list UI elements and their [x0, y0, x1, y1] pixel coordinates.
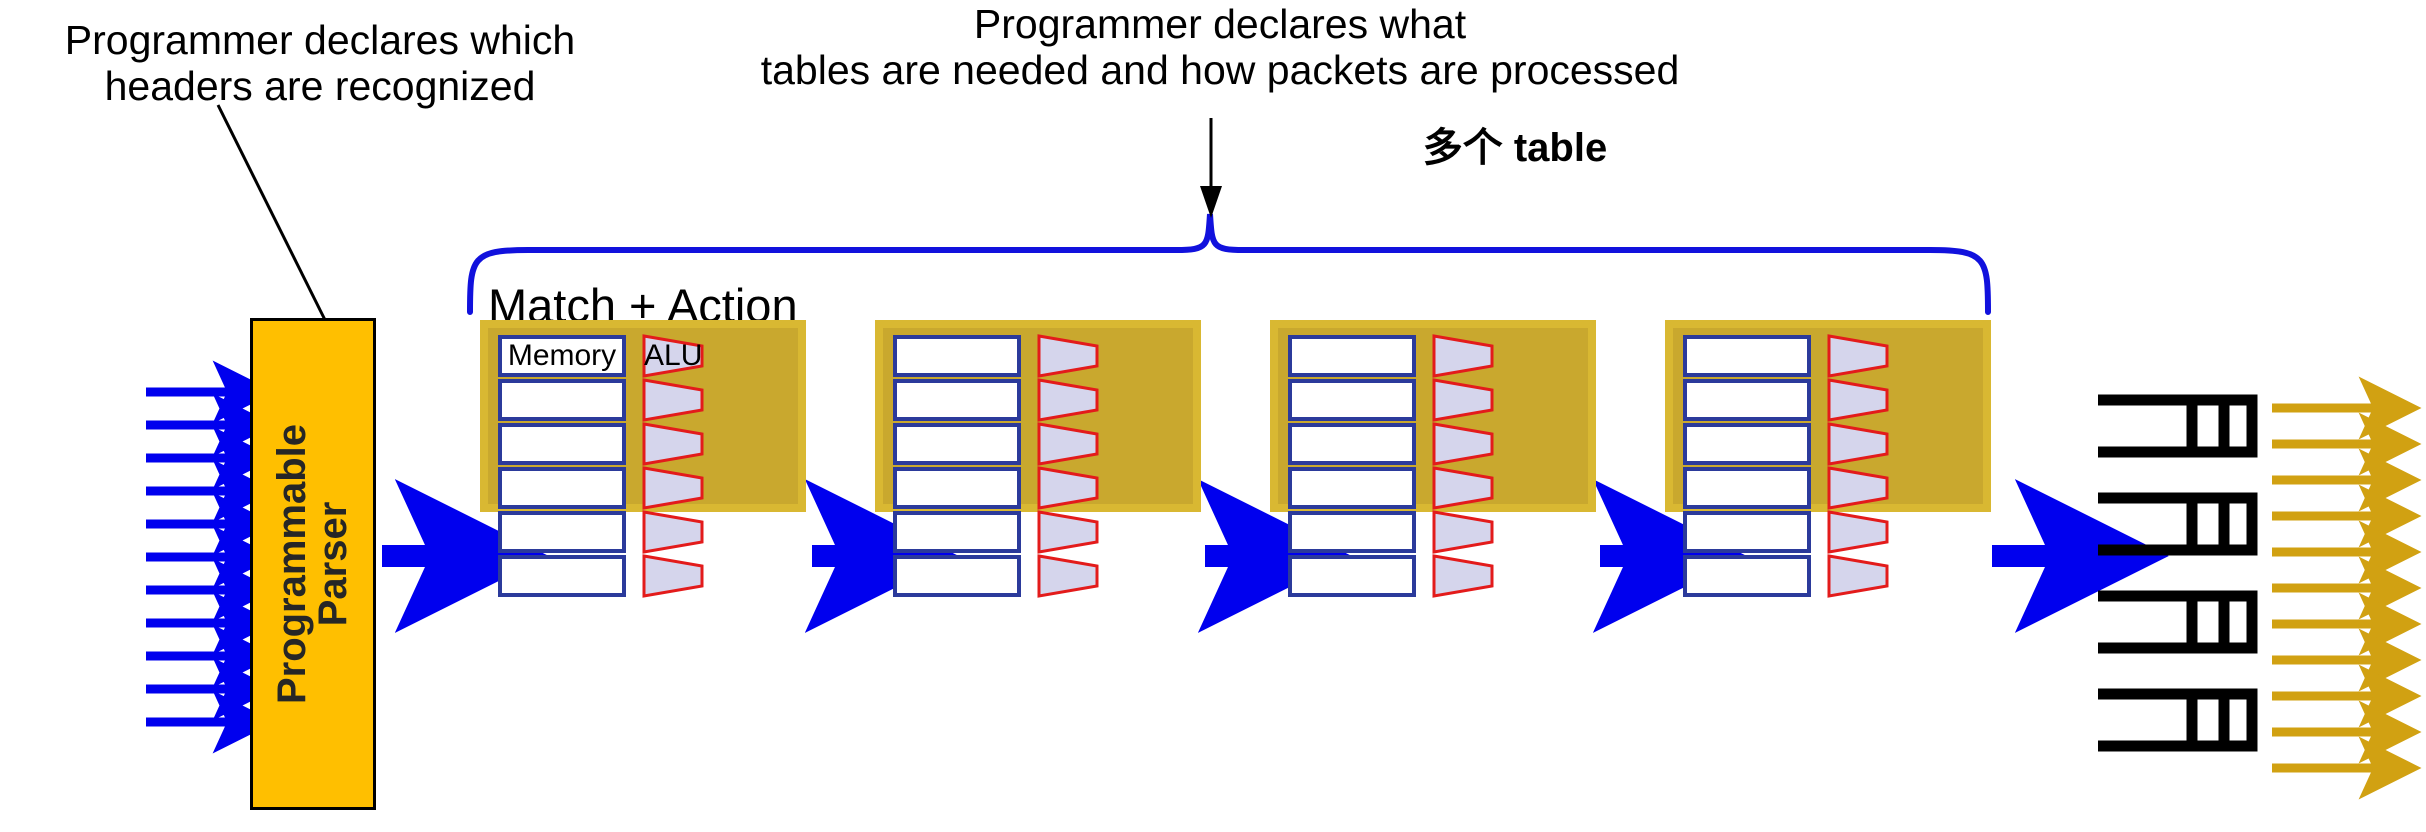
memory-box[interactable] [893, 335, 1021, 377]
table-row[interactable] [893, 510, 1189, 554]
memory-box[interactable] [893, 467, 1021, 509]
alu-shape[interactable] [1037, 334, 1099, 378]
alu-shape[interactable] [1037, 422, 1099, 466]
alu-shape[interactable] [642, 554, 704, 598]
alu-shape[interactable] [1827, 510, 1889, 554]
table-row[interactable] [498, 510, 794, 554]
memory-box[interactable] [1288, 511, 1416, 553]
table-row[interactable] [1288, 554, 1584, 598]
match-action-stage-1[interactable]: Memory ALU [480, 320, 806, 598]
output-queue [2098, 394, 2258, 458]
alu-shape[interactable] [1432, 510, 1494, 554]
alu-shape[interactable] [1827, 378, 1889, 422]
alu-shape[interactable] [1827, 554, 1889, 598]
alu-shape[interactable] [642, 378, 704, 422]
memory-box[interactable] [1683, 467, 1811, 509]
alu-shape[interactable] [1432, 378, 1494, 422]
memory-box[interactable] [1683, 423, 1811, 465]
output-queue [2098, 590, 2258, 654]
annotation-left-label: Programmer declares which headers are re… [64, 17, 576, 109]
memory-box[interactable] [498, 467, 626, 509]
memory-box[interactable]: Memory [498, 335, 626, 377]
memory-box[interactable] [893, 379, 1021, 421]
parser-label: Programmable Parser [270, 423, 355, 705]
table-row[interactable] [1683, 554, 1979, 598]
alu-shape[interactable] [1432, 554, 1494, 598]
parser-label-line1: Programmable [270, 423, 315, 705]
alu-shape[interactable] [1432, 466, 1494, 510]
alu-shape[interactable] [1037, 466, 1099, 510]
annotation-top-label: Programmer declares what tables are need… [760, 1, 1680, 93]
memory-box[interactable] [1288, 555, 1416, 597]
alu-shape[interactable] [1432, 422, 1494, 466]
memory-box[interactable] [498, 379, 626, 421]
table-row[interactable] [498, 554, 794, 598]
alu-shape[interactable] [642, 422, 704, 466]
parser-label-line2: Parser [311, 501, 355, 627]
alu-shape[interactable] [1827, 466, 1889, 510]
memory-box[interactable] [1683, 335, 1811, 377]
table-row[interactable] [1683, 378, 1979, 422]
table-row[interactable] [1683, 334, 1979, 378]
alu-shape[interactable] [1432, 334, 1494, 378]
table-row[interactable] [1683, 466, 1979, 510]
table-row[interactable] [1288, 466, 1584, 510]
output-queue [2098, 688, 2258, 752]
input-arrows-group [146, 360, 276, 754]
alu-shape[interactable] [1037, 378, 1099, 422]
memory-box[interactable] [1288, 423, 1416, 465]
table-row[interactable] [1288, 334, 1584, 378]
annotation-chinese-note: 多个 table [1422, 126, 1608, 170]
alu-label: ALU [644, 339, 703, 372]
table-row[interactable] [1683, 422, 1979, 466]
output-queues-group [2098, 394, 2258, 752]
table-row[interactable] [1288, 422, 1584, 466]
alu-shape[interactable] [1827, 334, 1889, 378]
table-row[interactable] [498, 422, 794, 466]
table-row[interactable]: Memory ALU [498, 334, 794, 378]
memory-box[interactable] [498, 511, 626, 553]
table-row[interactable] [893, 422, 1189, 466]
memory-box[interactable] [1288, 335, 1416, 377]
memory-box[interactable] [1683, 379, 1811, 421]
memory-box[interactable] [498, 555, 626, 597]
memory-box[interactable] [1683, 511, 1811, 553]
memory-box[interactable] [893, 555, 1021, 597]
memory-box[interactable] [1288, 379, 1416, 421]
memory-box[interactable] [893, 511, 1021, 553]
table-row[interactable] [893, 554, 1189, 598]
alu-shape[interactable] [1827, 422, 1889, 466]
table-row[interactable] [893, 466, 1189, 510]
table-row[interactable] [1288, 378, 1584, 422]
alu-shape[interactable] [642, 510, 704, 554]
programmable-parser-block[interactable]: Programmable Parser [250, 318, 376, 810]
output-queue [2098, 492, 2258, 556]
alu-shape[interactable] [642, 466, 704, 510]
match-action-stage-4[interactable] [1665, 320, 1991, 598]
table-row[interactable] [893, 334, 1189, 378]
memory-box[interactable] [893, 423, 1021, 465]
table-row[interactable] [893, 378, 1189, 422]
table-row[interactable] [1288, 510, 1584, 554]
match-action-stage-3[interactable] [1270, 320, 1596, 598]
table-row[interactable] [1683, 510, 1979, 554]
alu-shape[interactable] [1037, 510, 1099, 554]
alu-shape[interactable] [1037, 554, 1099, 598]
output-arrows-group [2272, 376, 2422, 800]
memory-box[interactable] [1288, 467, 1416, 509]
table-row[interactable] [498, 378, 794, 422]
pointer-arrow-top [1200, 118, 1222, 218]
match-action-stage-2[interactable] [875, 320, 1201, 598]
memory-box[interactable] [498, 423, 626, 465]
alu-shape[interactable]: ALU [642, 334, 704, 378]
memory-box[interactable] [1683, 555, 1811, 597]
table-row[interactable] [498, 466, 794, 510]
